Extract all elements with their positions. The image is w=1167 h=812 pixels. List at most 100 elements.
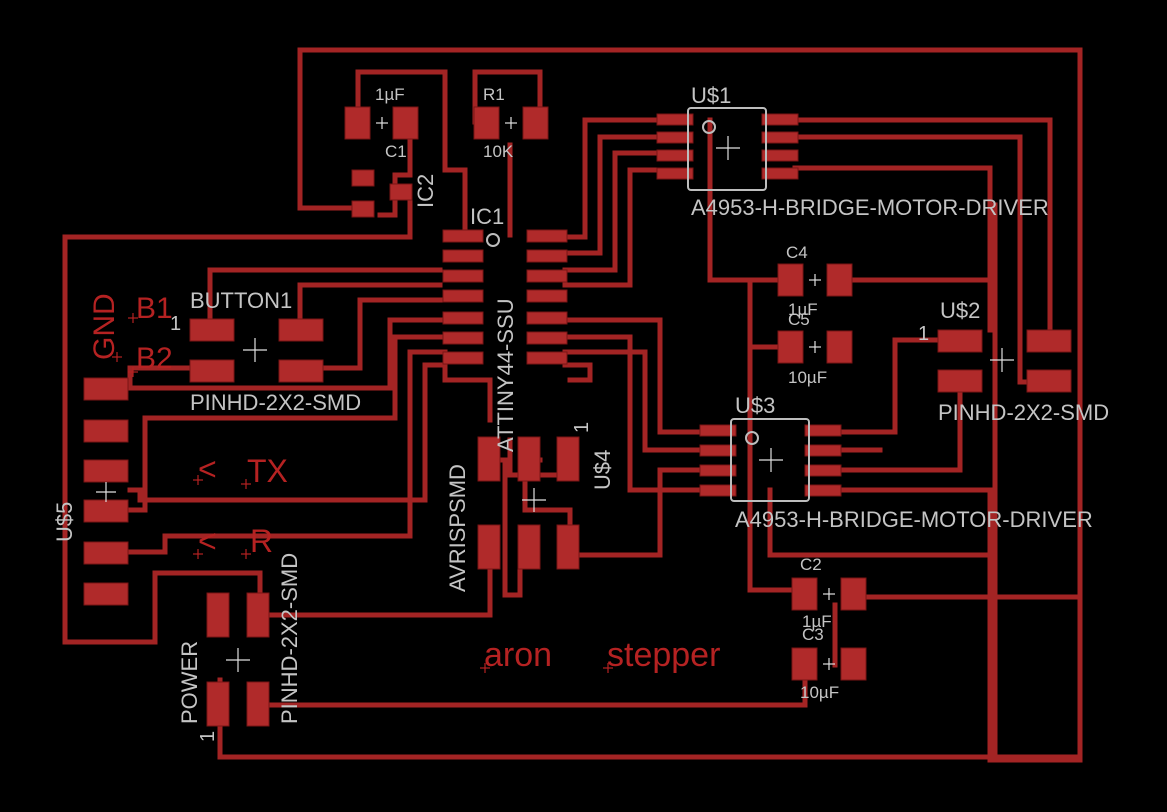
u5-pad-1 — [83, 377, 129, 401]
ic2-pad-a — [351, 169, 375, 187]
c1-pad-right — [392, 106, 419, 140]
u3-pad-l4 — [699, 484, 737, 497]
r1-value-label: 10K — [483, 142, 514, 161]
ic1-pad-r4 — [526, 289, 568, 303]
trace-ic1-u3-c — [562, 349, 703, 453]
u1-pad-r3 — [761, 149, 799, 162]
r1-name-label: R1 — [483, 85, 505, 104]
trace-ic1-u1-d — [562, 167, 663, 288]
c2-pad-right — [840, 577, 867, 611]
ic1-value-label: ATTINY44-SSU — [493, 298, 518, 452]
u5-pad-2 — [83, 419, 129, 443]
u3-pad-l3 — [699, 464, 737, 477]
power-pad-4 — [246, 681, 270, 727]
trace-u1-right-c — [792, 165, 993, 333]
c3-name-label: C3 — [802, 625, 824, 644]
u3-value-label: A4953-H-BRIDGE-MOTOR-DRIVER — [735, 507, 1093, 532]
r1-pad-left — [473, 106, 500, 140]
trace-u2-left — [832, 337, 943, 435]
u1-pin1-marker — [702, 120, 716, 134]
u5-pad-5 — [83, 541, 129, 565]
c5-value-label: 10µF — [788, 368, 827, 387]
trace-ic1-u3-b — [562, 334, 703, 493]
ic1-pad-r3 — [526, 269, 568, 283]
r1-pad-right — [522, 106, 549, 140]
b2-label: B2 — [136, 342, 173, 375]
trace-button-top — [207, 267, 443, 325]
trace-button-right — [322, 297, 443, 371]
rx-label: R — [250, 523, 273, 559]
c1-name-label: C1 — [385, 142, 407, 161]
button-pin1-label: 1 — [170, 313, 181, 335]
c4-value-label: 1µF — [788, 300, 818, 319]
trace-u2-low — [832, 379, 963, 473]
u5-pad-3 — [83, 459, 129, 483]
ic1-pad-l5 — [442, 311, 484, 325]
button-pad-2 — [189, 359, 235, 383]
trace-c4c5-vertical — [747, 277, 803, 593]
avr-pad-4 — [477, 524, 501, 570]
u4-pin1-label: 1 — [571, 422, 593, 433]
u2-value-label: PINHD-2X2-SMD — [938, 400, 1109, 425]
trace-ic1-u1-b — [562, 134, 663, 256]
aron-label: aron — [484, 636, 552, 674]
trace-button-left — [127, 317, 443, 391]
u3-pad-r2 — [804, 444, 842, 457]
avr-pad-6 — [556, 524, 580, 570]
ic1-pad-l2 — [442, 249, 484, 263]
trace-r1-top — [472, 69, 543, 125]
u3-name-label: U$3 — [735, 393, 775, 418]
c2-pad-left — [791, 577, 818, 611]
u3-pin1-marker — [745, 431, 759, 445]
u1-pad-l2 — [656, 131, 694, 144]
u4-name-label: U$4 — [590, 450, 615, 490]
c3-pad-left — [791, 647, 818, 681]
u4-pad-2 — [517, 436, 541, 482]
c3-pad-right — [840, 647, 867, 681]
ic1-pad-l6 — [442, 331, 484, 345]
trace-ic1-u3-a — [562, 317, 703, 435]
ic1-pad-l7 — [442, 351, 484, 365]
trace-u1-right-a — [792, 117, 1053, 343]
u3-pad-r4 — [804, 484, 842, 497]
u1-pad-l4 — [656, 167, 694, 180]
avr-name-label: AVRISPSMD — [445, 464, 470, 592]
button-name-label: BUTTON1 — [190, 288, 292, 313]
label-origin-crosses — [112, 313, 613, 673]
c2-name-label: C2 — [800, 555, 822, 574]
u2-pad-2 — [937, 369, 983, 393]
u1-name-label: U$1 — [691, 83, 731, 108]
tx-label: TX — [247, 453, 288, 489]
u1-pad-l1 — [656, 113, 694, 126]
ic2-pad-b — [351, 200, 375, 218]
power-pad-1 — [206, 592, 230, 638]
u1-pad-r1 — [761, 113, 799, 126]
u2-pad-3 — [1026, 329, 1072, 353]
gnd-label: GND — [88, 293, 121, 360]
c4-pad-left — [777, 263, 804, 297]
u5-name-label: U$5 — [52, 502, 77, 542]
ic1-pad-r2 — [526, 249, 568, 263]
u3-pad-r3 — [804, 464, 842, 477]
c5-name-label: C5 — [788, 310, 810, 329]
ic1-name-label: IC1 — [470, 204, 504, 229]
trace-u5-b — [127, 334, 443, 513]
ic1-pad-l3 — [442, 269, 484, 283]
u3-pad-r1 — [804, 424, 842, 437]
trace-c1-top — [355, 69, 468, 238]
trace-u5-d — [127, 362, 443, 503]
button-pad-3 — [278, 318, 324, 342]
trace-outer-loop — [297, 47, 1083, 763]
c5-pad-right — [826, 330, 853, 364]
c4-pad-right — [826, 263, 853, 297]
trace-u5-c — [127, 349, 443, 555]
ic1-pad-l4 — [442, 289, 484, 303]
u3-outline — [730, 418, 810, 502]
u2-pad-1 — [937, 329, 983, 353]
ic2-pad-c — [389, 183, 413, 201]
u1-outline — [687, 107, 767, 191]
ic2-name-label: IC2 — [413, 174, 438, 208]
c3-value-label: 10µF — [800, 683, 839, 702]
trace-button-b2 — [297, 282, 443, 325]
